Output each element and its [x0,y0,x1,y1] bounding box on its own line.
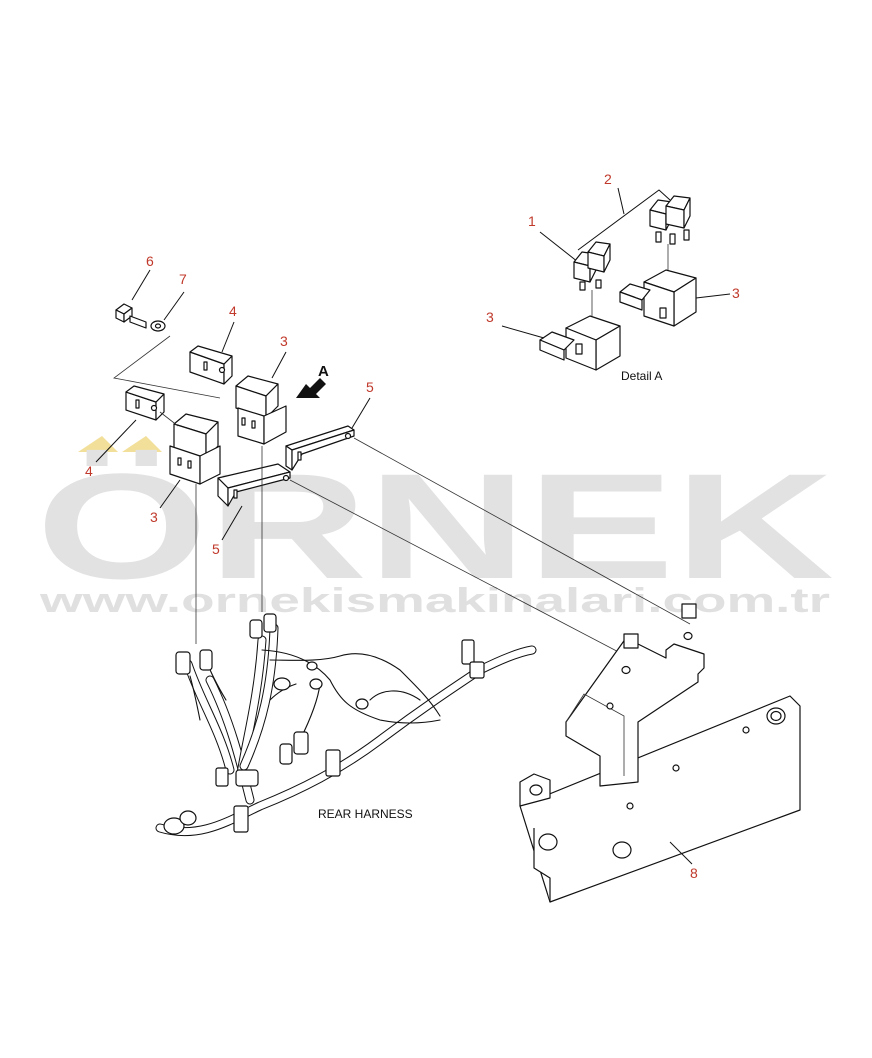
callout-6: 6 [146,253,154,269]
bracket-5-right [285,425,355,471]
cable-clamp [235,769,259,787]
callout-7: 7 [179,271,187,287]
callout-4-top: 4 [229,303,237,319]
connector-terminal [263,613,277,633]
callout-3-lower: 3 [150,509,158,525]
callout-3-detail-left-leader [501,325,545,339]
connector-terminal [163,817,185,835]
bolt [115,303,147,329]
connector-terminal [215,767,229,787]
callout-3-detail-left: 3 [486,309,494,325]
watermark: ÖRNEK www.ornekismakinalari.com.tr [36,436,834,620]
relay-socket-detail-left [539,315,621,371]
callout-5-right: 5 [366,379,374,395]
mounting-plate [519,603,801,903]
relay-block-upper [235,375,287,445]
ring-terminal [306,661,318,671]
bracket-4-left [125,385,165,421]
callout-3-detail-right: 3 [732,285,740,301]
watermark-accent-right [122,436,162,452]
callout-8-leader [669,841,693,865]
callout-4-left: 4 [85,463,93,479]
callout-8: 8 [690,865,698,881]
connector-terminal [293,731,309,755]
detail-a: 2 1 [486,171,740,383]
ref-line-bracket5-plate [353,437,691,625]
ring-terminal [273,677,291,691]
ring-terminal [355,698,369,710]
detail-a-label: Detail A [621,369,662,383]
relay-socket-detail-right [619,269,697,327]
callout-3-upper-leader [271,351,287,379]
view-a-arrow [296,378,326,398]
callout-4-left-leader [95,419,137,463]
watermark-accent-left [78,436,118,452]
bracket-5-lower [217,463,291,507]
callout-3-upper: 3 [280,333,288,349]
relay-block-lower [169,413,221,485]
watermark-brand: ÖRNEK [36,442,834,610]
callout-4-top-leader [221,321,235,353]
callout-2: 2 [604,171,612,187]
rear-harness: REAR HARNESS [155,613,537,837]
connector-terminal [279,743,293,765]
connector-terminal [179,810,197,826]
callout-1-leader [539,231,579,263]
connector-terminal [249,619,263,639]
callout-3-detail-right-leader [695,293,731,299]
connector-terminal [325,749,341,777]
callout-3-lower-leader [159,479,181,509]
bolt-ref-line [113,335,221,399]
callout-5-lower-leader [221,505,243,541]
callout-7-leader [163,291,185,321]
relay-pair-2 [649,195,691,245]
rear-harness-label: REAR HARNESS [318,807,413,821]
callout-1: 1 [528,213,536,229]
ring-terminal [309,678,323,690]
connector-terminal [199,649,213,671]
connector-terminal [233,805,249,833]
connector-terminal [175,651,191,675]
callout-2-bracket [577,189,671,251]
relay-pair-1 [573,241,611,291]
upper-assembly: 6 7 4 3 [85,253,691,659]
ref-line-bracket5lower-plate [289,479,631,659]
callout-2-leader [617,187,625,215]
view-a-marker: A [318,363,329,380]
bracket-4-top [189,345,233,385]
cable-clamp [469,661,485,679]
connector-terminal [461,639,475,665]
callout-5-right-leader [351,397,371,429]
callout-5-lower: 5 [212,541,220,557]
callout-6-leader [131,269,151,301]
watermark-url: www.ornekismakinalari.com.tr [38,582,830,620]
